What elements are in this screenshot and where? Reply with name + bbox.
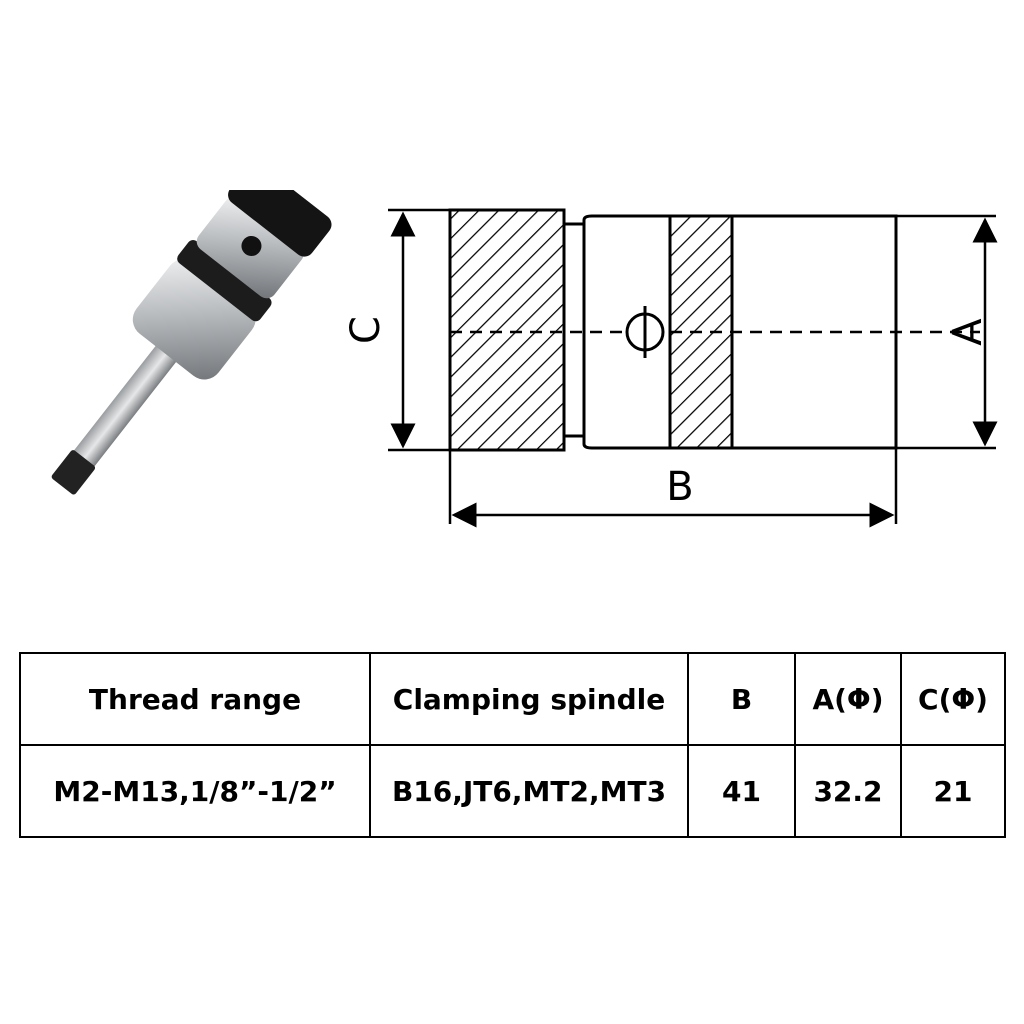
product-photo	[0, 162, 340, 530]
cell-c-diameter: 21	[900, 744, 1006, 838]
left-section	[448, 208, 566, 452]
header-thread-range: Thread range	[19, 652, 371, 746]
dim-label-a: A	[945, 318, 991, 346]
cell-clamping-spindle: B16,JT6,MT2,MT3	[369, 744, 689, 838]
taper-shank	[57, 317, 198, 489]
table-header-row: Thread range Clamping spindle B A(Φ) C(Φ…	[19, 652, 1006, 746]
spec-table: Thread range Clamping spindle B A(Φ) C(Φ…	[19, 652, 1006, 838]
cell-b: 41	[687, 744, 796, 838]
header-clamping-spindle: Clamping spindle	[369, 652, 689, 746]
set-screw-hole	[241, 235, 262, 256]
dim-label-c: C	[343, 316, 389, 344]
shank-tang	[51, 450, 96, 495]
cell-thread-range: M2-M13,1/8”-1/2”	[19, 744, 371, 838]
dimension-drawing: C A B	[343, 208, 998, 528]
neck-section	[562, 222, 586, 438]
header-c-diameter: C(Φ)	[900, 652, 1006, 746]
tap-chuck-illustration	[51, 162, 332, 495]
header-a-diameter: A(Φ)	[794, 652, 902, 746]
table-row: M2-M13,1/8”-1/2” B16,JT6,MT2,MT3 41 32.2…	[19, 744, 1006, 838]
cell-a-diameter: 32.2	[794, 744, 902, 838]
technical-drawing: C A B	[340, 190, 1024, 530]
knurled-ring	[177, 240, 272, 322]
dim-label-b: B	[666, 464, 693, 510]
header-b: B	[687, 652, 796, 746]
